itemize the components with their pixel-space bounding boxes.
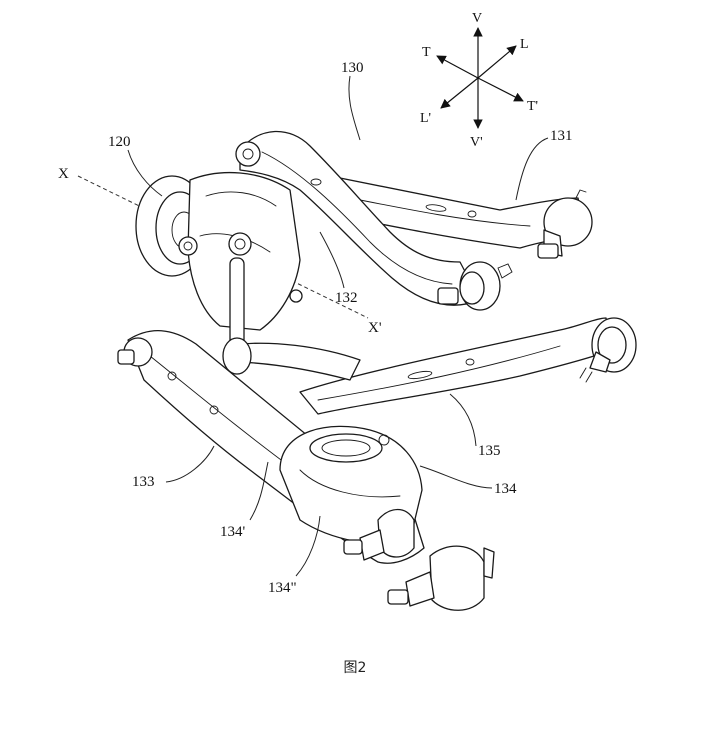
label-135: 135	[478, 443, 501, 459]
label-132: 132	[335, 290, 358, 306]
axis-label-x: X	[58, 166, 69, 182]
label-134-prime: 134'	[220, 524, 246, 540]
compass-label-l-prime: L'	[420, 111, 431, 126]
compass-arrow-l-prime	[440, 77, 479, 109]
compass-arrow-t	[436, 55, 479, 79]
leader-134-double-prime	[295, 515, 321, 577]
leader-134	[419, 465, 493, 489]
label-133: 133	[132, 474, 155, 490]
leader-135	[449, 393, 477, 447]
lower-arm-135	[231, 317, 637, 415]
reference-labels: 120 130 131 132 133 134 134' 134" 135	[108, 60, 573, 596]
compass-arrow-l	[477, 45, 517, 79]
label-131: 131	[550, 128, 573, 144]
leader-134-prime	[249, 461, 269, 521]
suspension-drawing	[117, 130, 637, 611]
compass-label-v: V	[472, 11, 482, 26]
label-120: 120	[108, 134, 131, 150]
compass-label-l: L	[520, 37, 529, 52]
leader-133	[165, 445, 215, 483]
leader-120	[127, 149, 163, 197]
leader-131	[515, 137, 549, 201]
label-130: 130	[341, 60, 364, 76]
label-134-double-prime: 134"	[268, 580, 297, 596]
compass-label-t: T	[422, 45, 431, 60]
figure-caption: 图2	[343, 660, 367, 676]
label-134: 134	[494, 481, 517, 497]
compass-label-t-prime: T'	[527, 99, 538, 114]
leader-130	[348, 75, 361, 141]
direction-compass: V V' L L' T T'	[420, 11, 538, 150]
compass-arrow-t-prime	[477, 77, 524, 102]
upper-arm-132	[235, 130, 513, 311]
upper-arm-130	[329, 175, 593, 259]
knuckle-120	[135, 172, 303, 375]
axis-label-x-prime: X'	[368, 320, 382, 336]
leader-132	[319, 231, 345, 289]
lower-arm-133	[117, 329, 495, 611]
compass-label-v-prime: V'	[470, 135, 483, 150]
